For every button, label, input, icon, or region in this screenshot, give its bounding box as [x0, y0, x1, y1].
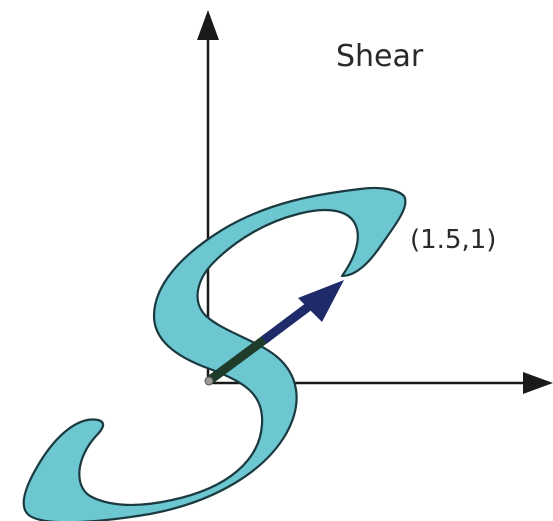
sheared-letter-s: [22, 186, 407, 521]
point-label: (1.5,1): [410, 225, 496, 255]
vertical-axis-arrowhead: [197, 10, 219, 40]
vector-arrowhead: [298, 280, 344, 322]
vector-upper-segment: [261, 297, 319, 344]
origin-point: [204, 376, 214, 386]
vector-base-segment: [207, 333, 271, 384]
title-label: Shear: [336, 39, 424, 74]
horizontal-axis-arrowhead: [523, 372, 553, 394]
shear-vector: [204, 280, 344, 386]
letter-s-shape: [22, 186, 407, 521]
